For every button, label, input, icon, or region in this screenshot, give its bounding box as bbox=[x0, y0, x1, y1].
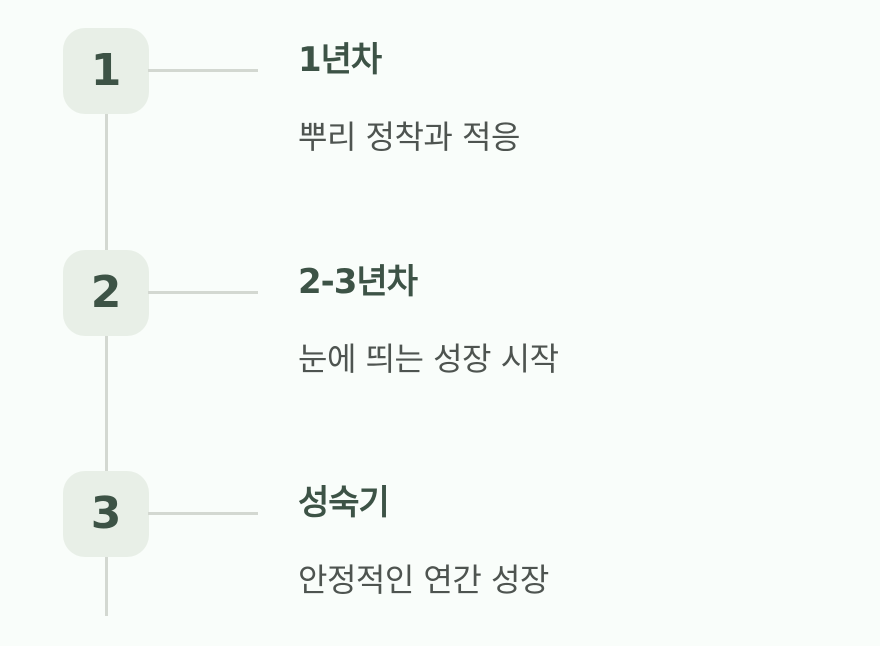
step-number-badge: 2 bbox=[63, 250, 149, 336]
step-description: 눈에 띄는 성장 시작 bbox=[298, 340, 559, 378]
timeline-step: 1 1년차 뿌리 정착과 적응 bbox=[0, 28, 880, 188]
step-title: 성숙기 bbox=[298, 483, 390, 523]
step-connector bbox=[148, 69, 258, 72]
step-connector bbox=[148, 512, 258, 515]
step-title: 1년차 bbox=[298, 40, 382, 80]
step-connector bbox=[148, 291, 258, 294]
timeline-step: 2 2-3년차 눈에 띄는 성장 시작 bbox=[0, 250, 880, 410]
timeline-spine bbox=[105, 70, 108, 616]
step-description: 안정적인 연간 성장 bbox=[298, 561, 549, 599]
step-description: 뿌리 정착과 적응 bbox=[298, 118, 520, 156]
step-title: 2-3년차 bbox=[298, 262, 418, 302]
timeline-step: 3 성숙기 안정적인 연간 성장 bbox=[0, 471, 880, 631]
step-number-badge: 1 bbox=[63, 28, 149, 114]
step-number-badge: 3 bbox=[63, 471, 149, 557]
